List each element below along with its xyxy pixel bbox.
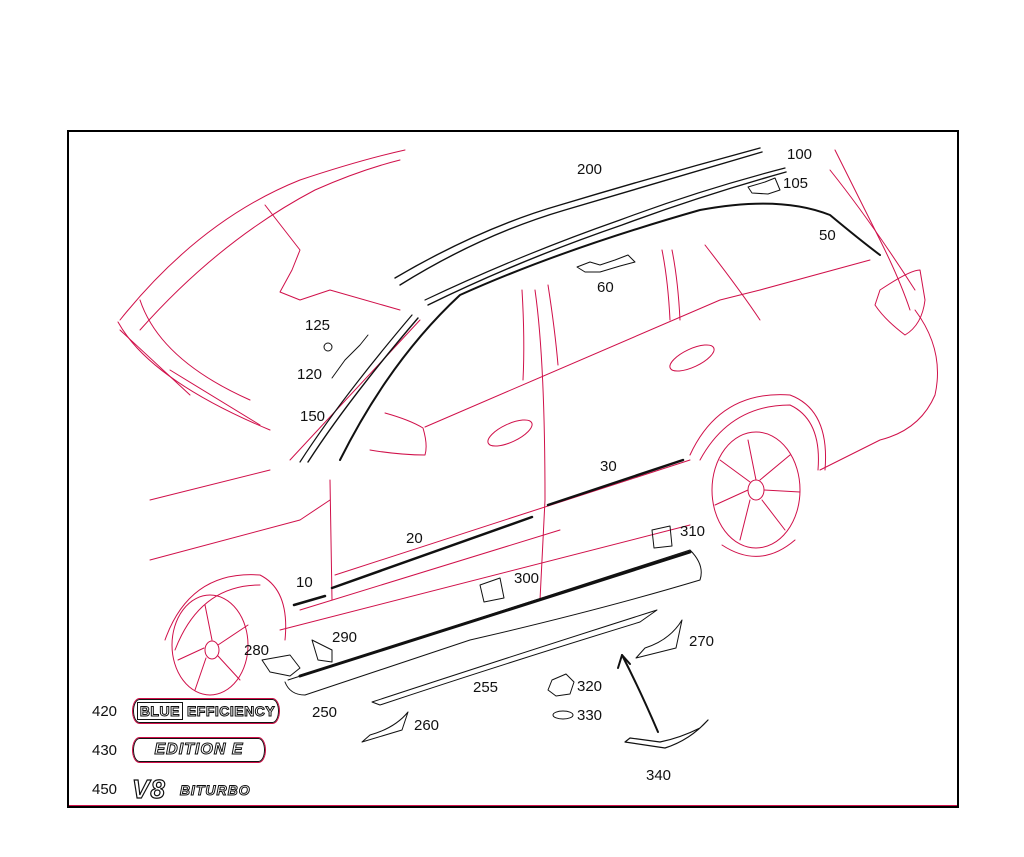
callout-310[interactable]: 310 [680,523,706,540]
part-320-nut [547,673,575,697]
emblem-blue-text: BLUE [136,702,183,720]
part-50-frame-moulding [339,202,881,461]
part-250-sill-panel [284,549,702,696]
direction-arrow [621,654,659,733]
callout-330[interactable]: 330 [577,707,603,724]
callout-60[interactable]: 60 [597,279,614,296]
part-340-end-cap [624,719,709,749]
part-125-pin [323,342,333,352]
emblem-edition-e: EDITION E [132,737,266,763]
part-105-clip [747,177,781,195]
emblem-blue-efficiency: BLUE EFFICIENCY [132,698,280,724]
parts-lines [261,147,881,749]
callout-340[interactable]: 340 [646,767,672,784]
emblem-420-number: 420 [92,702,118,720]
part-280-bracket [261,654,301,677]
part-120-clips [331,334,369,379]
part-290-clip [311,639,333,663]
part-310-clip [651,525,673,549]
diagram-frame [67,130,959,808]
part-330-screw [552,710,574,720]
part-150-a-pillar [299,314,413,463]
callout-260[interactable]: 260 [414,717,440,734]
emblem-450-row[interactable]: 450 V8 BITURBO [92,773,251,805]
callout-290[interactable]: 290 [332,629,358,646]
emblem-v8-text: V8 [131,773,166,804]
emblem-430-number: 430 [92,741,118,759]
callout-200[interactable]: 200 [577,161,603,178]
part-20-moulding [330,515,534,590]
emblem-biturbo-text: BITURBO [179,781,251,798]
part-200-roof-rail [394,147,761,279]
emblem-efficiency-text: EFFICIENCY [186,703,276,720]
callout-100[interactable]: 100 [787,146,813,163]
part-100-roof-strip [424,167,786,301]
callout-280[interactable]: 280 [244,642,270,659]
callout-125[interactable]: 125 [305,317,331,334]
callout-50[interactable]: 50 [819,227,836,244]
callout-250[interactable]: 250 [312,704,338,721]
callout-20[interactable]: 20 [406,530,423,547]
part-60-bracket [576,254,636,273]
part-270-end-cap [635,619,683,659]
callout-320[interactable]: 320 [577,678,603,695]
car-body-outline [117,149,938,696]
emblem-420-row[interactable]: 420 BLUE EFFICIENCY [92,698,280,724]
part-260-end-cap [361,711,409,743]
callout-10[interactable]: 10 [296,574,313,591]
part-10-moulding [292,594,327,607]
part-30-moulding [546,458,685,507]
emblem-430-row[interactable]: 430 EDITION E [92,737,266,763]
callout-150[interactable]: 150 [300,408,326,425]
part-255-strip [371,609,658,706]
callout-120[interactable]: 120 [297,366,323,383]
emblem-450-number: 450 [92,781,118,798]
emblem-edition-text: EDITION E [154,741,244,759]
callout-30[interactable]: 30 [600,458,617,475]
callout-105[interactable]: 105 [783,175,809,192]
callout-270[interactable]: 270 [689,633,715,650]
part-300-clip [479,577,505,603]
callout-255[interactable]: 255 [473,679,499,696]
callout-300[interactable]: 300 [514,570,540,587]
